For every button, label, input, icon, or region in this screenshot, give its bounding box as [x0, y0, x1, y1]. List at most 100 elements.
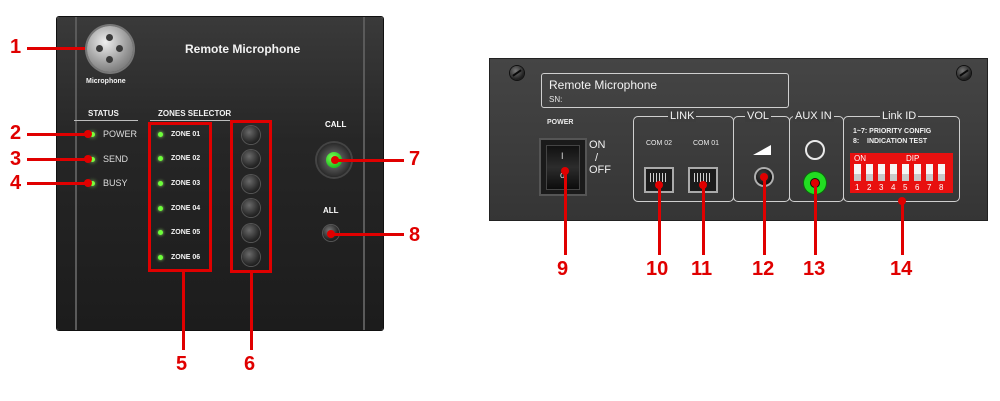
zone-label: ZONE 06 [171, 254, 201, 261]
callout-number: 9 [557, 258, 569, 280]
all-label: ALL [323, 206, 339, 215]
callout-line [27, 133, 87, 136]
dip-switch-1[interactable] [854, 164, 861, 181]
on-label: ON [589, 139, 606, 151]
power-switch[interactable]: I o [539, 138, 587, 196]
callout-line [658, 185, 661, 255]
zone-02-button[interactable] [242, 150, 260, 168]
callout-line [332, 233, 404, 236]
zone-led-highlight-box [148, 122, 212, 272]
panel-edge-right [363, 17, 365, 330]
callout-number: 11 [691, 258, 713, 280]
link-title: LINK [668, 110, 697, 122]
zone-05-button[interactable] [242, 224, 260, 242]
callout-dot [84, 179, 92, 187]
dip-number: 4 [891, 183, 896, 192]
power-led [90, 132, 95, 137]
zones-divider [150, 120, 268, 121]
dip-switch-2[interactable] [866, 164, 873, 181]
dip-switch-7[interactable] [926, 164, 933, 181]
dip-switch-5[interactable] [902, 164, 909, 181]
callout-line [182, 272, 185, 350]
switch-on-mark: I [561, 151, 564, 161]
dip-switch-6[interactable] [914, 164, 921, 181]
rear-panel-title: Remote Microphone [549, 78, 658, 92]
volume-ramp-icon [753, 145, 771, 155]
dip-switch-block: ON DIP 1 2 3 4 5 6 7 8 [850, 153, 953, 193]
zone-03-button[interactable] [242, 175, 260, 193]
callout-line [336, 159, 404, 162]
status-divider [74, 120, 138, 121]
callout-dot [331, 156, 339, 164]
dip-number: 5 [903, 183, 908, 192]
callout-number: 2 [10, 122, 22, 144]
callout-number: 14 [890, 258, 913, 280]
callout-line [901, 201, 904, 255]
dip-number: 6 [915, 183, 920, 192]
dip-number: 3 [879, 183, 884, 192]
callout-line [27, 182, 87, 185]
zone-label: ZONE 03 [171, 180, 201, 187]
dip-number: 1 [855, 183, 860, 192]
zone-led [158, 230, 163, 235]
status-header: STATUS [88, 109, 119, 118]
link-id-title: Link ID [880, 110, 919, 122]
callout-line [564, 171, 567, 255]
on-off-slash: / [595, 152, 599, 164]
dip-label: DIP [906, 154, 920, 163]
zone-06-button[interactable] [242, 248, 260, 266]
callout-number: 1 [10, 36, 22, 58]
power-label: POWER [547, 119, 574, 126]
screw-icon [957, 66, 971, 80]
callout-number: 5 [176, 353, 188, 375]
callout-number: 3 [10, 148, 22, 170]
callout-number: 13 [803, 258, 826, 280]
dip-on-label: ON [854, 154, 866, 163]
zone-led [158, 255, 163, 260]
switch-off-mark: o [560, 170, 566, 180]
send-led [90, 157, 95, 162]
dip-switch-8[interactable] [938, 164, 945, 181]
rear-label-box [541, 73, 789, 108]
panel-edge-left [75, 17, 77, 330]
power-status-label: POWER [103, 129, 138, 139]
dip-switch-4[interactable] [890, 164, 897, 181]
zone-button-highlight-box [230, 120, 272, 273]
audio-input-icon [805, 140, 825, 160]
priority-config-note: 1~7: PRIORITY CONFIG [853, 128, 932, 135]
callout-line [27, 47, 85, 50]
front-panel-title: Remote Microphone [185, 42, 301, 56]
zones-selector-header: ZONES SELECTOR [158, 109, 232, 118]
callout-dot [84, 130, 92, 138]
callout-line [702, 185, 705, 255]
microphone-label: Microphone [86, 78, 126, 85]
callout-line [814, 183, 817, 255]
callout-dot [327, 230, 335, 238]
dip-switch-3[interactable] [878, 164, 885, 181]
zone-04-button[interactable] [242, 199, 260, 217]
vol-group [733, 116, 790, 202]
zone-led [158, 206, 163, 211]
callout-number: 4 [10, 172, 22, 194]
callout-line [27, 158, 87, 161]
indication-test-note: 8: INDICATION TEST [853, 138, 928, 145]
zone-led [158, 132, 163, 137]
zone-led [158, 181, 163, 186]
com02-label: COM 02 [646, 140, 673, 147]
callout-number: 12 [752, 258, 775, 280]
dip-number: 2 [867, 183, 872, 192]
callout-number: 6 [244, 353, 256, 375]
send-status-label: SEND [103, 154, 129, 164]
callout-dot [84, 155, 92, 163]
dip-number: 7 [927, 183, 932, 192]
callout-line [250, 273, 253, 350]
aux-in-title: AUX IN [793, 110, 834, 122]
screw-icon [510, 66, 524, 80]
zone-label: ZONE 02 [171, 155, 201, 162]
dip-number: 8 [939, 183, 944, 192]
com01-label: COM 01 [693, 140, 720, 147]
serial-number-label: SN: [549, 95, 563, 104]
call-label: CALL [325, 120, 347, 129]
microphone-connector-icon[interactable] [87, 26, 133, 72]
zone-01-button[interactable] [242, 126, 260, 144]
